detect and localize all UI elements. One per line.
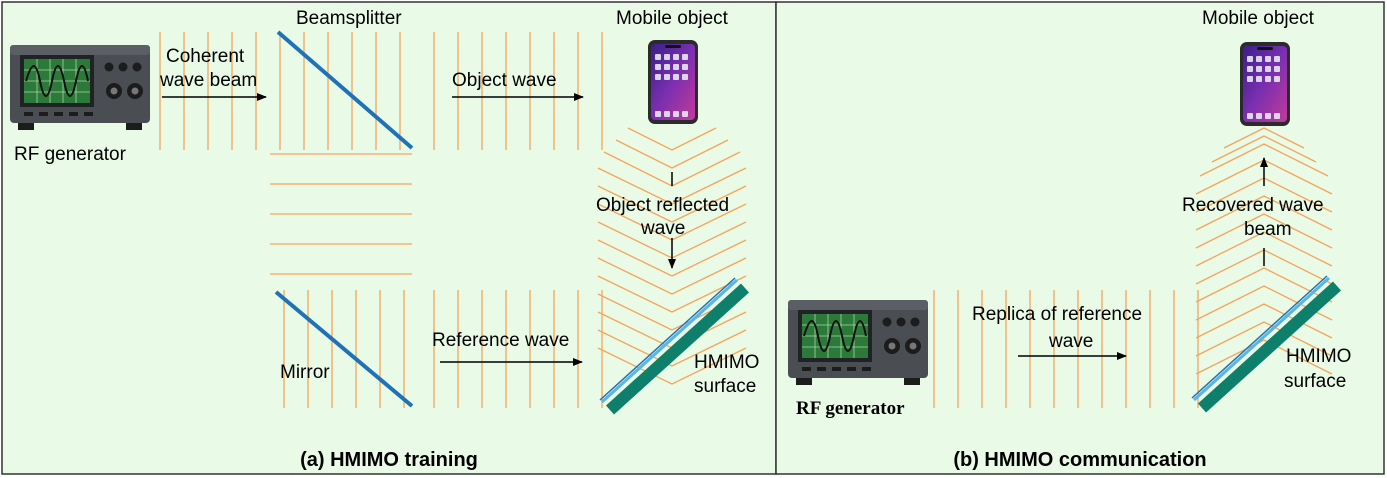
beamsplitter-label: Beamsplitter (296, 8, 402, 29)
caption-training: (a) HMIMO training (300, 449, 478, 471)
hmimo-label-b-2: surface (1284, 371, 1346, 392)
panel-communication: Mobile object Recovered wave beam Replic… (775, 1, 1385, 475)
panel-training: Beamsplitter Mobile object Coherent wave… (1, 1, 777, 475)
recovered-label-1: Recovered wave (1182, 195, 1324, 216)
incident-wavefronts (159, 32, 401, 150)
replica-wavefronts (933, 290, 1199, 408)
replica-label-1: Replica of reference (972, 304, 1142, 325)
replica-label-2: wave (1048, 331, 1093, 352)
smartphone-icon (648, 40, 698, 124)
split-wavefronts (270, 153, 412, 275)
object-wave-label: Object wave (452, 70, 557, 91)
coherent-label-2: wave beam (159, 70, 257, 91)
beamsplitter (276, 30, 414, 150)
reflected-label-1: Object reflected (596, 195, 729, 216)
caption-communication: (b) HMIMO communication (953, 449, 1206, 471)
mirror-label: Mirror (280, 362, 330, 383)
hmimo-label-2: surface (694, 376, 756, 397)
rf-generator-icon (9, 44, 151, 131)
rf-generator-label: RF generator (14, 144, 127, 165)
hmimo-label-1: HMIMO (694, 352, 759, 373)
reference-wavefronts (283, 290, 603, 408)
rf-generator-label-b: RF generator (796, 398, 905, 419)
reference-wave-label: Reference wave (432, 330, 569, 351)
hmimo-surface-a (599, 277, 750, 415)
hmimo-surface-b (1191, 275, 1342, 413)
smartphone-icon (1240, 42, 1290, 126)
mobile-object-label-b: Mobile object (1202, 8, 1315, 29)
reflected-label-2: wave (640, 218, 685, 239)
object-wavefronts (433, 32, 603, 150)
rf-generator-icon (787, 299, 929, 386)
recovered-label-2: beam (1244, 219, 1292, 240)
coherent-label-1: Coherent (166, 46, 245, 67)
mobile-object-label: Mobile object (616, 8, 729, 29)
mirror (274, 290, 414, 408)
hmimo-label-b-1: HMIMO (1286, 346, 1351, 367)
